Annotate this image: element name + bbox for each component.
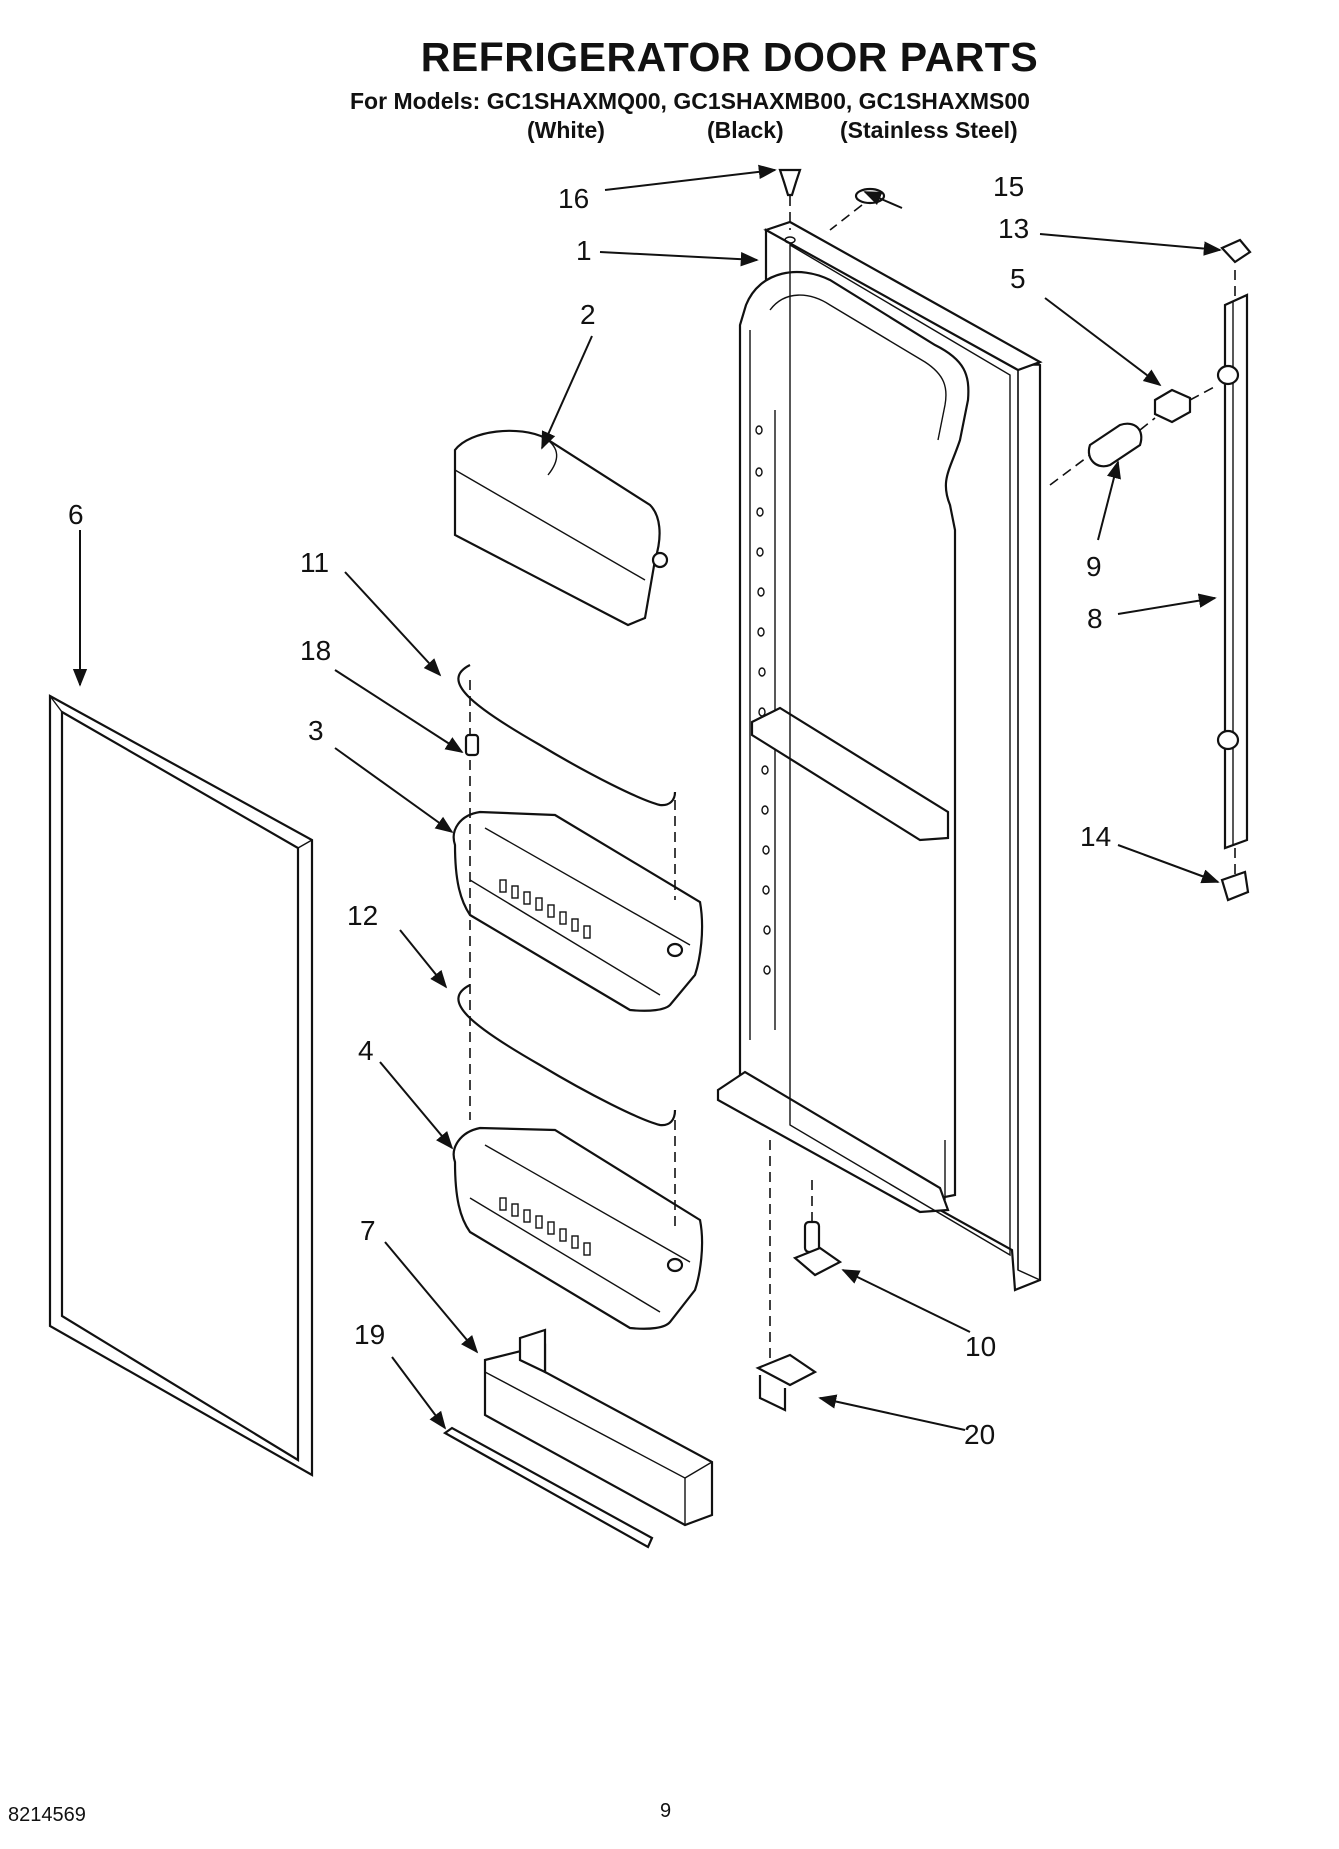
trim-strip xyxy=(442,1426,654,1549)
callout-16: 16 xyxy=(558,183,589,214)
door-gasket xyxy=(48,694,314,1477)
hinge-cap xyxy=(778,168,802,230)
bin-retainer-upper xyxy=(457,664,677,807)
variant-stainless: (Stainless Steel) xyxy=(840,117,1018,143)
hinge-shim xyxy=(854,187,886,205)
page-title: REFRIGERATOR DOOR PARTS xyxy=(420,34,1039,80)
callout-20: 20 xyxy=(964,1419,995,1450)
callout-6: 6 xyxy=(68,499,84,530)
bin-peg xyxy=(464,733,480,757)
handle-end-cap-top xyxy=(1220,238,1252,264)
handle-standoff xyxy=(1049,384,1219,486)
door-handle xyxy=(1216,270,1249,875)
variant-white: (White) xyxy=(527,117,605,143)
bottom-hinge-bracket xyxy=(755,1140,818,1412)
callout-11: 11 xyxy=(300,547,329,578)
bin-retainer-lower xyxy=(457,984,677,1127)
callout-10: 10 xyxy=(965,1331,996,1362)
callout-1: 1 xyxy=(576,235,592,266)
bottom-hinge-pin xyxy=(792,1180,843,1277)
callout-14: 14 xyxy=(1080,821,1111,852)
callout-15: 15 xyxy=(993,171,1024,202)
models-line: For Models: GC1SHAXMQ00, GC1SHAXMB00, GC… xyxy=(350,88,1030,114)
callout-5: 5 xyxy=(1010,263,1026,294)
callout-13: 13 xyxy=(998,213,1029,244)
document-number: 8214569 xyxy=(8,1804,86,1826)
callout-12: 12 xyxy=(347,900,378,931)
refrigerator-door xyxy=(716,220,1043,1292)
callout-4: 4 xyxy=(358,1035,374,1066)
callout-19: 19 xyxy=(354,1319,385,1350)
callout-8: 8 xyxy=(1087,603,1103,634)
door-bin-lower xyxy=(452,1126,704,1330)
lower-door-shelf xyxy=(483,1328,714,1527)
callout-3: 3 xyxy=(308,715,324,746)
dairy-door xyxy=(453,429,669,627)
callout-9: 9 xyxy=(1086,551,1102,582)
door-bin-upper xyxy=(452,810,704,1012)
callout-7: 7 xyxy=(360,1215,376,1246)
callout-18: 18 xyxy=(300,635,331,666)
handle-spacer xyxy=(1153,388,1192,424)
leader-lines xyxy=(72,164,1222,1431)
variant-black: (Black) xyxy=(707,117,784,143)
handle-end-cap-bottom xyxy=(1220,870,1250,902)
page-number: 9 xyxy=(660,1800,672,1822)
callout-2: 2 xyxy=(580,299,596,330)
